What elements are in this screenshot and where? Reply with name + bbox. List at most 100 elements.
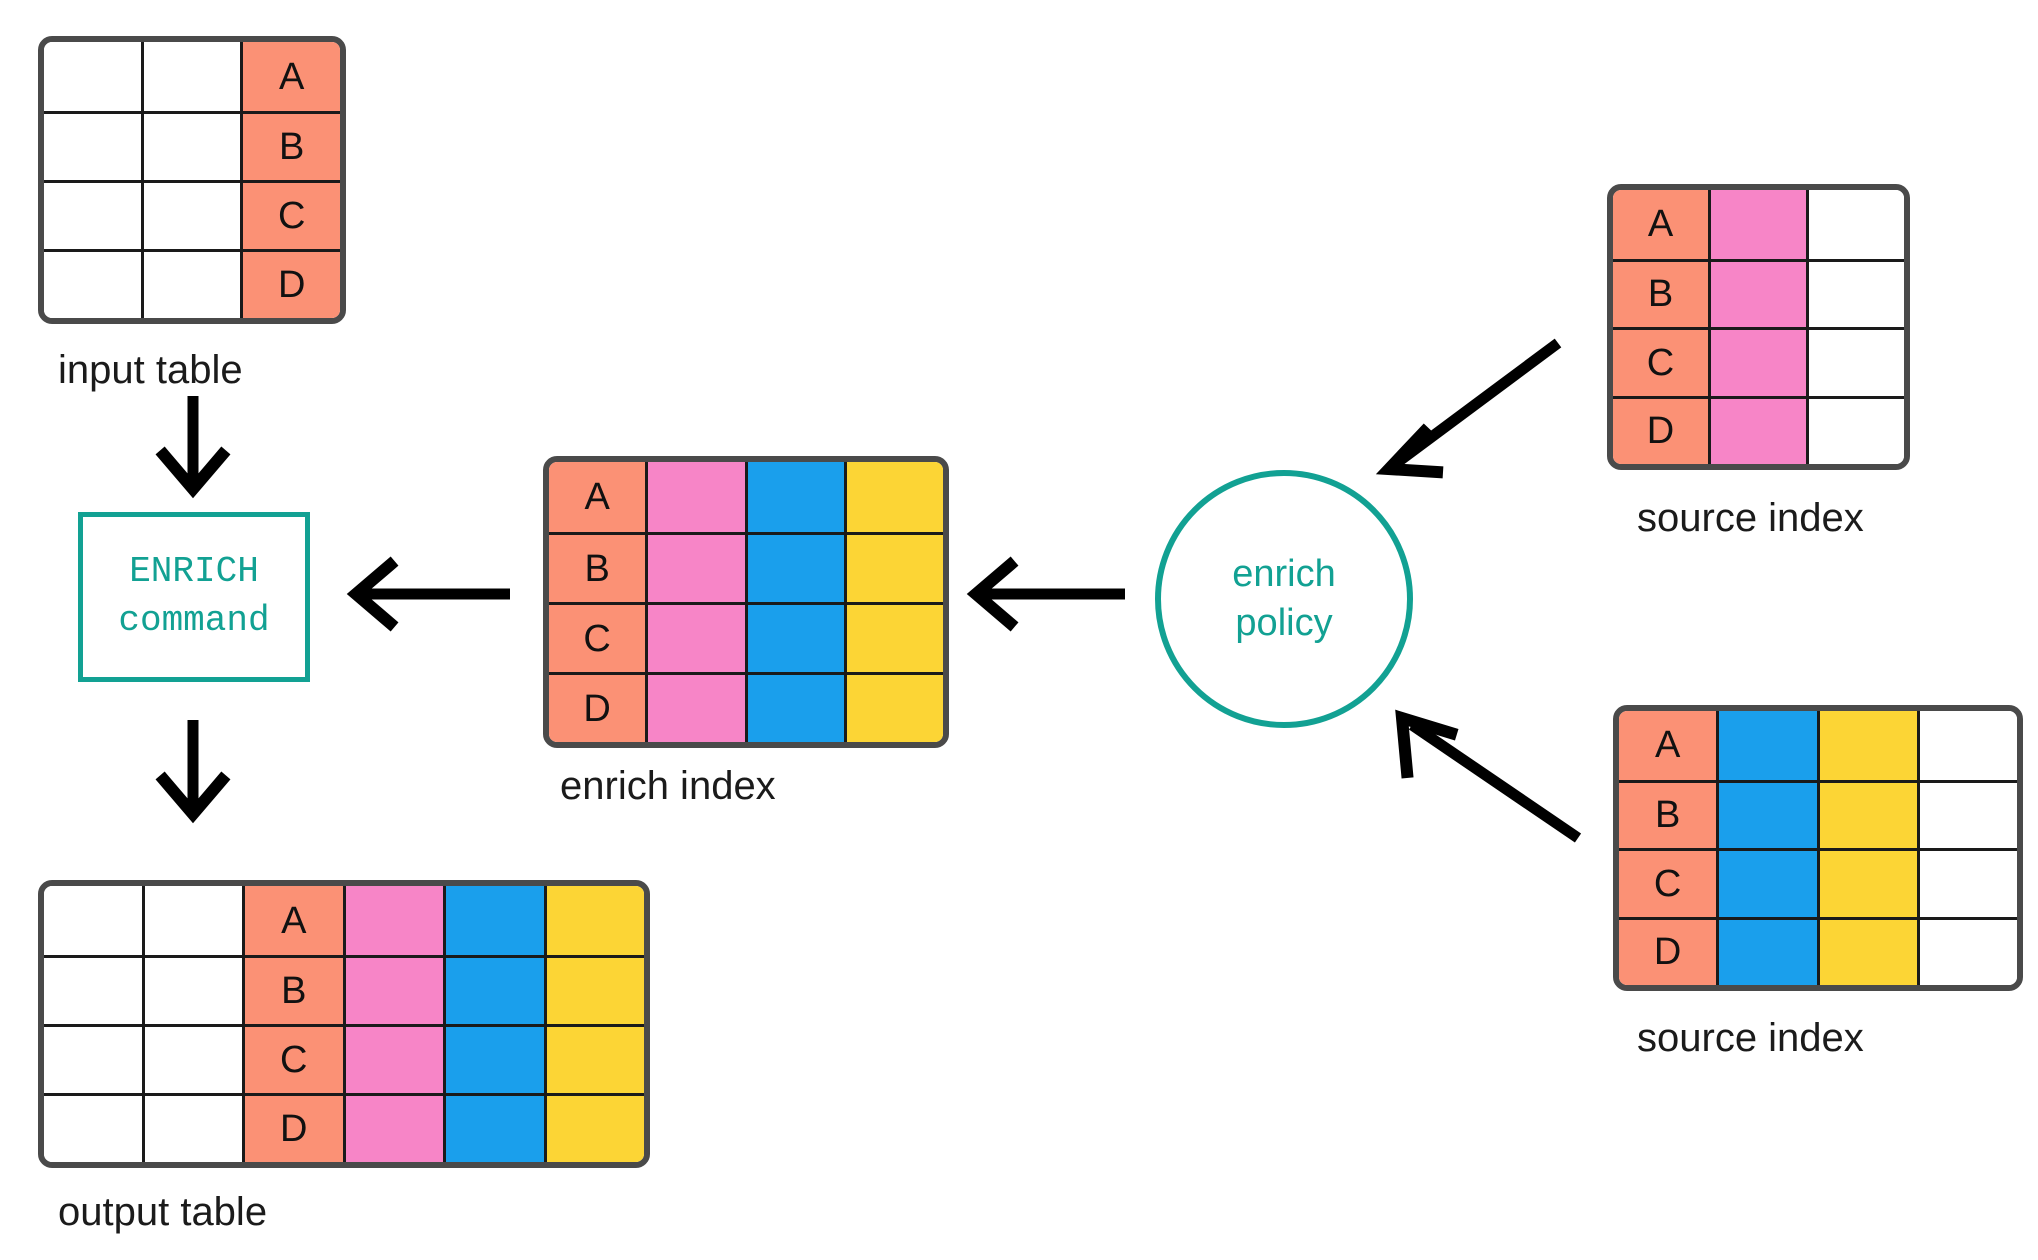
table-cell-key: B [1619, 779, 1717, 848]
output-table-caption: output table [58, 1190, 268, 1234]
enrich-index-caption: enrich index [560, 764, 776, 808]
table-cell [44, 42, 141, 111]
table-cell [44, 886, 142, 955]
table-row: A [44, 886, 644, 955]
table-cell [44, 1093, 142, 1162]
table-cell-key: D [549, 672, 646, 742]
table-cell [843, 672, 943, 742]
table-cell [744, 532, 844, 602]
table-cell [1916, 916, 2017, 985]
table-cell-key: B [242, 955, 343, 1024]
source-index-bottom-caption: source index [1637, 1016, 1864, 1060]
table-cell [1716, 711, 1817, 780]
table-cell [1916, 848, 2017, 917]
table-cell [140, 180, 241, 249]
table-row: C [1619, 848, 2017, 917]
enrich-command-box[interactable]: ENRICH command [78, 512, 310, 682]
table-cell [140, 111, 241, 180]
table-cell [645, 672, 745, 742]
table-cell [1708, 327, 1806, 396]
table-row: A [1619, 711, 2017, 780]
table-row: C [44, 180, 340, 249]
table-cell [744, 602, 844, 672]
table-cell-key: D [240, 249, 340, 318]
table-cell [44, 180, 141, 249]
table-cell-key: B [549, 532, 646, 602]
table-cell [1716, 916, 1817, 985]
table-cell-key: A [1613, 190, 1708, 259]
arrow-policy-to-enrich-index [966, 556, 1125, 632]
table-cell [744, 462, 844, 532]
table-row: D [44, 1093, 644, 1162]
table-cell [645, 602, 745, 672]
table-cell [443, 886, 544, 955]
table-cell [1708, 190, 1806, 259]
table-cell-key: A [549, 462, 646, 532]
table-cell [1708, 258, 1806, 327]
table-cell-key: B [1613, 258, 1708, 327]
table-row: D [44, 249, 340, 318]
table-cell [44, 249, 141, 318]
table-row: B [44, 955, 644, 1024]
table-row: C [1613, 327, 1904, 396]
table-cell [342, 886, 443, 955]
table-cell [141, 1024, 242, 1093]
table-cell-key: D [242, 1093, 343, 1162]
table-row: B [1613, 258, 1904, 327]
table-cell-key: C [1613, 327, 1708, 396]
enrich-policy-line1: enrich [1232, 552, 1336, 595]
table-row: B [549, 532, 943, 602]
table-cell [843, 602, 943, 672]
table-cell [543, 1093, 644, 1162]
input-table-caption: input table [58, 348, 243, 392]
table-cell [443, 955, 544, 1024]
table-cell [342, 1093, 443, 1162]
table-cell [1806, 327, 1904, 396]
table-cell [1916, 779, 2017, 848]
table-cell [1716, 848, 1817, 917]
table-cell [843, 532, 943, 602]
table-cell [543, 955, 644, 1024]
table-cell [1806, 190, 1904, 259]
table-row: D [1613, 395, 1904, 464]
table-cell [1816, 848, 1917, 917]
table-row: C [549, 602, 943, 672]
arrow-input-to-command [155, 396, 231, 499]
table-cell [1806, 258, 1904, 327]
table-cell [1816, 779, 1917, 848]
table-cell [44, 1024, 142, 1093]
table-cell [342, 1024, 443, 1093]
table-cell [140, 249, 241, 318]
table-cell-key: C [549, 602, 646, 672]
arrow-source-top-to-policy [1375, 338, 1562, 479]
table-cell-key: C [1619, 848, 1717, 917]
table-cell [141, 1093, 242, 1162]
table-cell-key: C [240, 180, 340, 249]
table-cell [44, 955, 142, 1024]
enrich-policy-line2: policy [1235, 602, 1333, 644]
table-row: C [44, 1024, 644, 1093]
table-cell [645, 462, 745, 532]
table-row: B [1619, 779, 2017, 848]
table-row: D [549, 672, 943, 742]
enrich-policy-circle[interactable]: enrich policy [1155, 470, 1413, 728]
table-cell-key: A [240, 42, 340, 111]
table-cell [744, 672, 844, 742]
table-cell-key: A [242, 886, 343, 955]
table-cell [543, 886, 644, 955]
table-cell-key: B [240, 111, 340, 180]
enrich-command-line2: command [118, 600, 270, 641]
table-cell [443, 1093, 544, 1162]
table-cell [140, 42, 241, 111]
table-cell [1716, 779, 1817, 848]
table-cell-key: A [1619, 711, 1717, 780]
table-cell-key: D [1619, 916, 1717, 985]
source-index-top-caption: source index [1637, 496, 1864, 540]
table-cell [44, 111, 141, 180]
